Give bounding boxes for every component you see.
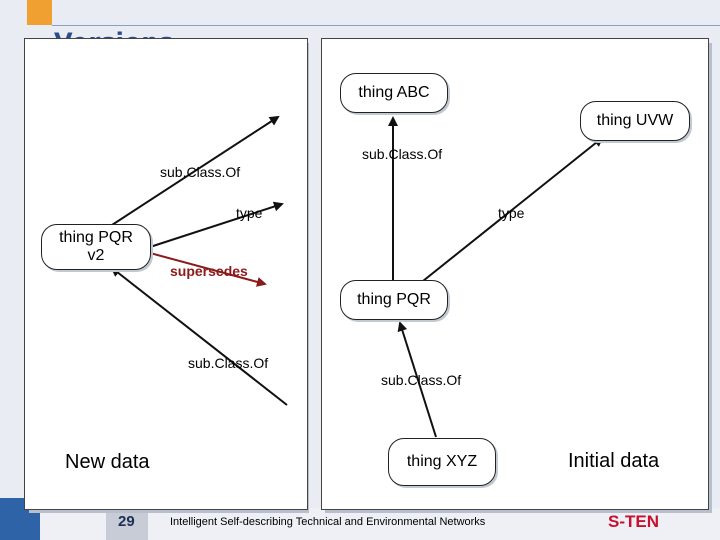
node-label: thing PQR v2	[59, 229, 133, 264]
edge-label-subclassof-bottom-right: sub.Class.Of	[381, 372, 462, 388]
page-number-box	[106, 508, 148, 540]
node-label: thing UVW	[596, 112, 674, 130]
edge-pqrv2-to-uvw-type	[149, 201, 284, 248]
edge-label-type-right: type	[498, 205, 525, 221]
edge-xyz-to-pqrv2	[110, 266, 288, 406]
edge-label-subclassof-top-right: sub.Class.Of	[362, 146, 443, 162]
node-thing-xyz[interactable]: thing XYZ	[388, 438, 496, 486]
title-underline	[52, 25, 720, 26]
page-number: 29	[118, 513, 135, 530]
new-data-panel	[24, 38, 308, 510]
new-data-label: New data	[65, 451, 150, 473]
edge-label-subclassof-bottom-left: sub.Class.Of	[188, 355, 269, 371]
footer-text: Intelligent Self-describing Technical an…	[170, 516, 486, 528]
edge-pqr-to-uvw	[417, 136, 604, 286]
node-thing-pqr-v2[interactable]: thing PQR v2	[41, 224, 151, 270]
edge-pqrv2-to-abc	[111, 115, 280, 226]
brand-logo-text: S-TEN	[608, 512, 659, 531]
footer-bar	[40, 508, 720, 540]
node-label: thing XYZ	[406, 453, 478, 471]
initial-data-label: Initial data	[568, 450, 660, 472]
edge-supersedes	[149, 252, 267, 287]
node-label: thing ABC	[358, 84, 430, 102]
node-thing-pqr[interactable]: thing PQR	[340, 280, 448, 320]
edge-label-type-left: type	[236, 205, 263, 221]
node-thing-uvw[interactable]: thing UVW	[580, 101, 690, 141]
edge-xyz-to-pqr	[397, 321, 437, 438]
orange-accent-block-top	[27, 0, 52, 25]
node-thing-abc[interactable]: thing ABC	[340, 73, 448, 113]
edge-label-subclassof-top-left: sub.Class.Of	[160, 164, 241, 180]
node-label: thing PQR	[357, 291, 431, 309]
edge-label-supersedes: supersedes	[170, 263, 248, 279]
